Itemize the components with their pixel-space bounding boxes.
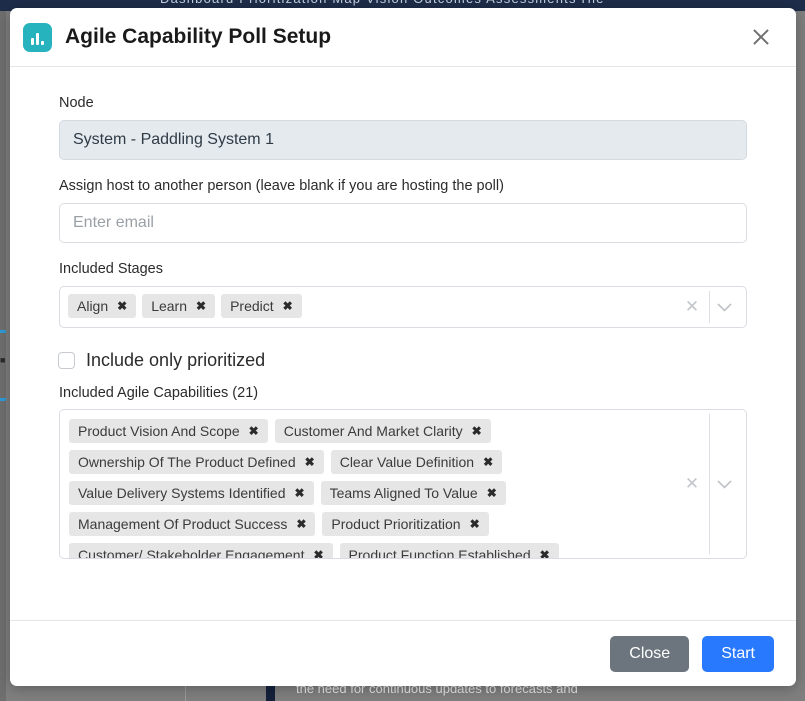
clear-icon[interactable]: ✕	[684, 474, 700, 493]
tag-remove-icon[interactable]: ✖	[282, 299, 293, 313]
background-accent-line-bottom	[0, 398, 6, 401]
tag-label: Predict	[230, 298, 274, 314]
tag-label: Customer And Market Clarity	[283, 423, 463, 439]
background-accent-block	[266, 678, 275, 701]
tag-remove-icon[interactable]: ✖	[313, 548, 324, 558]
clear-icon[interactable]: ✕	[684, 297, 700, 316]
tag[interactable]: Management Of Product Success ✖	[69, 512, 316, 536]
tag-remove-icon[interactable]: ✖	[469, 517, 480, 531]
page-title: Agile Capability Poll Setup	[65, 25, 332, 48]
tag-remove-icon[interactable]: ✖	[296, 517, 307, 531]
host-email-placeholder: Enter email	[73, 214, 154, 231]
capabilities-label: Included Agile Capabilities (21)	[59, 385, 259, 401]
tag[interactable]: Align ✖	[68, 294, 137, 318]
tag-remove-icon[interactable]: ✖	[294, 486, 305, 500]
tag-remove-icon[interactable]: ✖	[304, 455, 315, 469]
tag[interactable]: Clear Value Definition ✖	[330, 450, 503, 474]
tag-remove-icon[interactable]: ✖	[248, 424, 259, 438]
tag[interactable]: Value Delivery Systems Identified ✖	[69, 481, 314, 505]
background-left-glyph: ■	[0, 355, 6, 365]
tag[interactable]: Teams Aligned To Value ✖	[320, 481, 506, 505]
stages-label: Included Stages	[59, 261, 163, 277]
node-value: System - Paddling System 1	[73, 131, 274, 148]
tag-label: Ownership Of The Product Defined	[78, 454, 296, 470]
include-only-prioritized-row[interactable]: Include only prioritized	[58, 350, 766, 371]
tag-label: Management Of Product Success	[78, 516, 288, 532]
tag-label: Customer/ Stakeholder Engagement	[78, 547, 305, 558]
node-label: Node	[59, 95, 94, 111]
include-only-prioritized-checkbox[interactable]	[58, 352, 75, 369]
host-email-input[interactable]: Enter email	[59, 203, 747, 243]
node-field-group: Node System - Paddling System 1	[59, 95, 766, 160]
tag[interactable]: Learn ✖	[142, 294, 216, 318]
dialog-header: Agile Capability Poll Setup	[10, 8, 796, 67]
background-accent-line-top	[0, 330, 6, 333]
tag[interactable]: Predict ✖	[221, 294, 302, 318]
capabilities-field-group: Included Agile Capabilities (21) Product…	[59, 385, 766, 559]
tag[interactable]: Ownership Of The Product Defined ✖	[69, 450, 324, 474]
tag-remove-icon[interactable]: ✖	[483, 455, 494, 469]
tag-label: Product Vision And Scope	[78, 423, 240, 439]
background-left-rail	[0, 11, 6, 701]
included-capabilities-multiselect[interactable]: Product Vision And Scope✖Customer And Ma…	[59, 409, 747, 559]
capabilities-controls: ✕	[672, 410, 746, 558]
tag-label: Teams Aligned To Value	[329, 485, 478, 501]
capability-tag-list: Product Vision And Scope✖Customer And Ma…	[60, 410, 672, 558]
tag-remove-icon[interactable]: ✖	[196, 299, 207, 313]
divider	[709, 414, 710, 554]
background-topbar: Dashboard Prioritization Map Vision Outc…	[0, 0, 805, 11]
bar-chart-icon	[23, 22, 52, 52]
close-icon[interactable]	[748, 24, 774, 50]
tag[interactable]: Product Prioritization ✖	[322, 512, 489, 536]
include-only-prioritized-label: Include only prioritized	[86, 350, 266, 370]
tag-label: Product Function Established	[348, 547, 531, 558]
node-input: System - Paddling System 1	[59, 120, 747, 160]
tag-remove-icon[interactable]: ✖	[486, 486, 497, 500]
included-stages-multiselect[interactable]: Align ✖ Learn ✖ Predict ✖ ✕	[59, 286, 747, 328]
tag-label: Clear Value Definition	[339, 454, 475, 470]
tag-remove-icon[interactable]: ✖	[117, 299, 128, 313]
tag[interactable]: Product Vision And Scope ✖	[69, 419, 268, 443]
tag-label: Product Prioritization	[331, 516, 461, 532]
tag-remove-icon[interactable]: ✖	[471, 424, 482, 438]
tag-label: Value Delivery Systems Identified	[78, 485, 286, 501]
background-topbar-text: Dashboard Prioritization Map Vision Outc…	[160, 0, 605, 6]
tag[interactable]: Product Function Established ✖	[339, 543, 559, 558]
dialog-body: Node System - Paddling System 1 Assign h…	[10, 67, 796, 620]
chevron-down-icon[interactable]	[707, 302, 741, 312]
start-button[interactable]: Start	[702, 635, 774, 672]
tag-remove-icon[interactable]: ✖	[539, 548, 550, 558]
dialog-footer: Close Start	[10, 620, 796, 686]
chevron-down-icon[interactable]	[707, 479, 741, 489]
tag-label: Learn	[151, 298, 188, 314]
stages-field-group: Included Stages Align ✖ Learn ✖ Predict ✖ ✕	[59, 261, 766, 328]
stages-controls: ✕	[672, 287, 746, 327]
stage-tag-list: Align ✖ Learn ✖ Predict ✖	[60, 287, 672, 327]
tag-label: Align	[77, 298, 109, 314]
host-field-group: Assign host to another person (leave bla…	[59, 178, 766, 243]
host-label: Assign host to another person (leave bla…	[59, 178, 504, 194]
background-column-divider	[185, 672, 186, 701]
tag[interactable]: Customer/ Stakeholder Engagement ✖	[69, 543, 333, 558]
tag[interactable]: Customer And Market Clarity ✖	[274, 419, 491, 443]
close-button[interactable]: Close	[610, 635, 690, 672]
divider	[709, 291, 710, 323]
agile-capability-poll-setup-dialog: Agile Capability Poll Setup Node System …	[10, 8, 796, 686]
